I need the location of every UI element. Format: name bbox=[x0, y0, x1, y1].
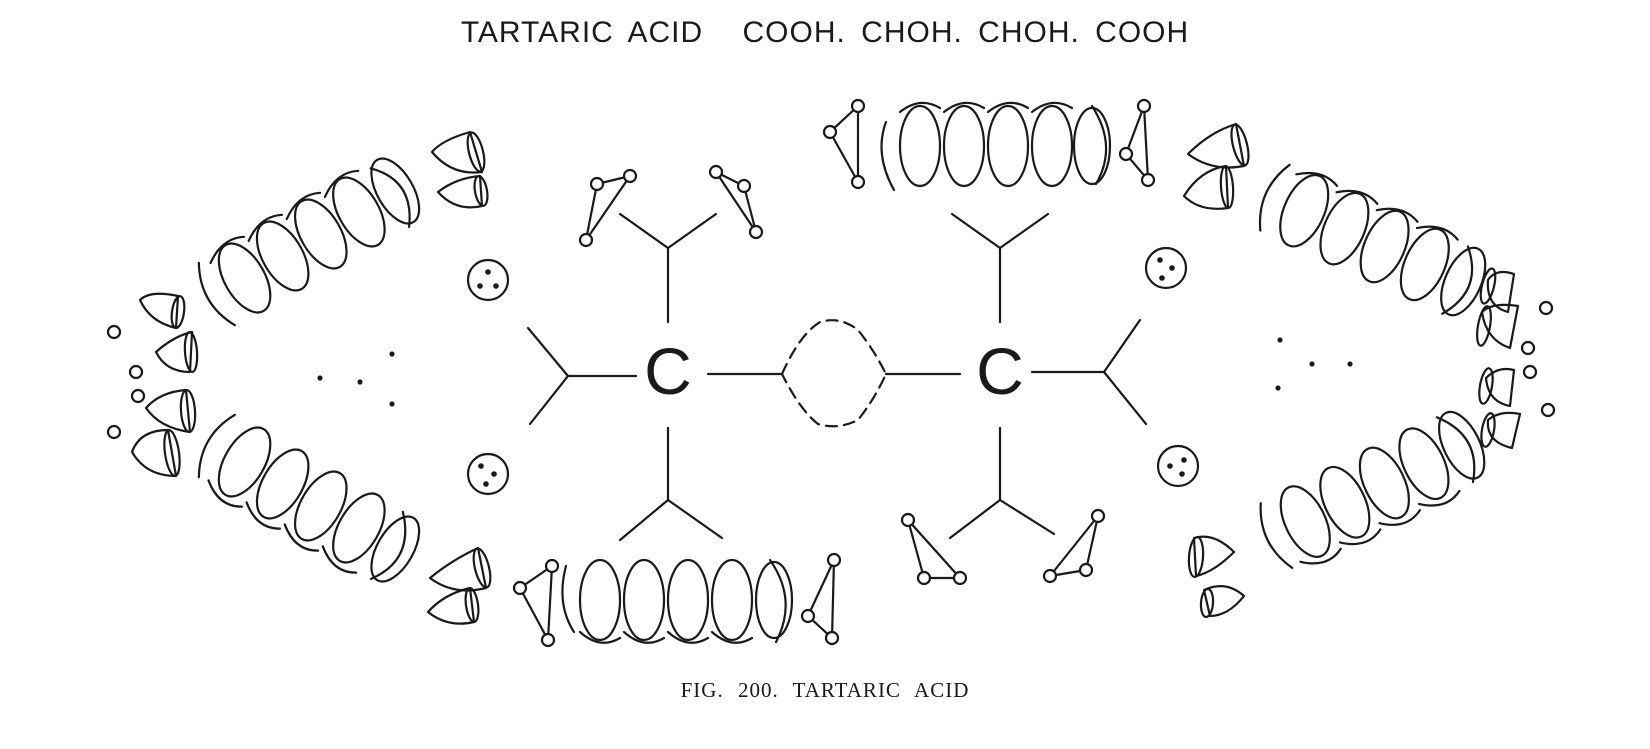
coil-left-upper bbox=[188, 147, 430, 331]
coil-top-center bbox=[882, 103, 1111, 190]
figure-caption: FIG. 200. TARTARIC ACID bbox=[680, 678, 970, 702]
dot-circle-left-upper bbox=[468, 260, 508, 300]
coil-left-lower bbox=[186, 408, 430, 597]
central-dashed-link bbox=[782, 320, 886, 426]
page-title: TARTARIC ACID COOH. CHOH. CHOH. COOH bbox=[0, 16, 1650, 50]
triangle-node-upper-right-b bbox=[1120, 100, 1154, 186]
compound-formula: COOH. CHOH. CHOH. COOH bbox=[742, 16, 1190, 49]
coil-right-upper bbox=[1250, 157, 1495, 323]
left-carbon-core: C bbox=[528, 214, 782, 540]
small-circles-left bbox=[108, 326, 144, 438]
carbon-label-left: C bbox=[644, 334, 692, 408]
triangle-node-lower-mid bbox=[802, 554, 840, 644]
triangle-node-lower-right-a bbox=[902, 514, 966, 584]
compound-name: TARTARIC ACID bbox=[460, 16, 704, 49]
dot-circle-right-upper bbox=[1146, 248, 1186, 288]
coil-right-lower bbox=[1251, 403, 1498, 580]
triangle-node-lower-left bbox=[514, 560, 558, 646]
carbon-label-right: C bbox=[976, 334, 1024, 408]
dot-circle-left-lower bbox=[468, 454, 508, 494]
coil-bottom-center bbox=[562, 560, 792, 643]
dot-circle-right-lower bbox=[1158, 446, 1198, 486]
cone-group-left bbox=[132, 131, 494, 624]
cone-group-right bbox=[1184, 123, 1520, 617]
scatter-dots-left bbox=[317, 351, 395, 407]
right-carbon-core: C bbox=[886, 214, 1146, 538]
triangle-node-upper-mid bbox=[710, 166, 762, 238]
triangle-node-lower-right-b bbox=[1044, 510, 1104, 582]
scatter-dots-right bbox=[1275, 337, 1353, 391]
triangle-node-upper-left bbox=[580, 170, 636, 246]
triangle-node-upper-right-a bbox=[824, 100, 864, 188]
small-circles-right bbox=[1522, 302, 1554, 416]
